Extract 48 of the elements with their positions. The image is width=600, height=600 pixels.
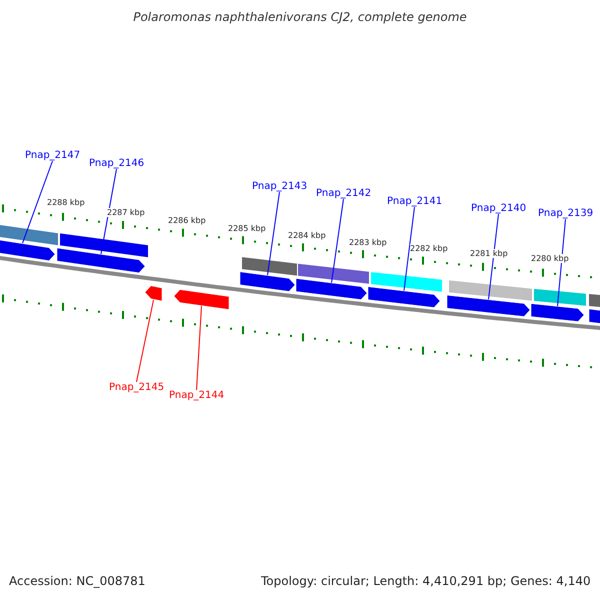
gene-feature — [0, 238, 56, 261]
leader-line — [196, 306, 202, 390]
leader-line — [136, 299, 154, 382]
gene-feature — [588, 308, 600, 324]
gene-label: Pnap_2141 — [387, 196, 442, 207]
gene-feature — [530, 303, 584, 322]
gene-feature — [174, 289, 230, 310]
scale-label: 2288 kbp — [47, 198, 85, 207]
gene-feature — [296, 278, 368, 300]
leader-line — [22, 160, 53, 244]
leader-line — [557, 218, 566, 307]
gene-label: Pnap_2139 — [538, 208, 594, 219]
scale-label: 2283 kbp — [349, 238, 387, 247]
gene-label: Pnap_2146 — [89, 158, 144, 169]
leader-line — [488, 214, 499, 300]
scale-label: 2282 kbp — [410, 244, 448, 253]
leader-line — [267, 192, 280, 276]
gene-label: Pnap_2140 — [471, 203, 526, 214]
scale-label: 2280 kbp — [531, 254, 569, 263]
gene-label: Pnap_2145 — [109, 382, 164, 393]
gene-feature — [446, 294, 530, 317]
scale-label: 2284 kbp — [288, 231, 326, 240]
scale-label: 2281 kbp — [470, 249, 508, 258]
scale-label: 2285 kbp — [228, 224, 266, 233]
category-band — [242, 257, 297, 276]
gene-feature — [368, 286, 440, 308]
leader-line — [331, 198, 344, 284]
leader-line — [404, 206, 415, 292]
gene-feature — [144, 286, 162, 302]
scale-label: 2287 kbp — [107, 208, 145, 217]
category-band — [534, 288, 586, 306]
category-band — [60, 233, 148, 258]
gene-label: Pnap_2147 — [25, 150, 80, 161]
diagram-title: Polaromonas naphthalenivorans CJ2, complete genome — [132, 10, 468, 24]
gene-label: Pnap_2143 — [252, 181, 308, 192]
category-band — [371, 272, 442, 292]
gene-label: Pnap_2144 — [169, 390, 224, 401]
gene-feature — [240, 272, 296, 292]
scale-label: 2286 kbp — [168, 216, 206, 225]
gene-label: Pnap_2142 — [316, 188, 372, 199]
category-band — [0, 225, 58, 246]
category-band — [449, 280, 532, 301]
gene-feature — [56, 248, 146, 274]
category-band — [589, 294, 600, 308]
category-band — [298, 264, 369, 284]
leader-line — [100, 168, 117, 255]
accession-note: Accession: NC_008781 — [9, 574, 146, 588]
genome-summary: Topology: circular; Length: 4,410,291 bp; Genes: 4,140 — [261, 574, 591, 588]
